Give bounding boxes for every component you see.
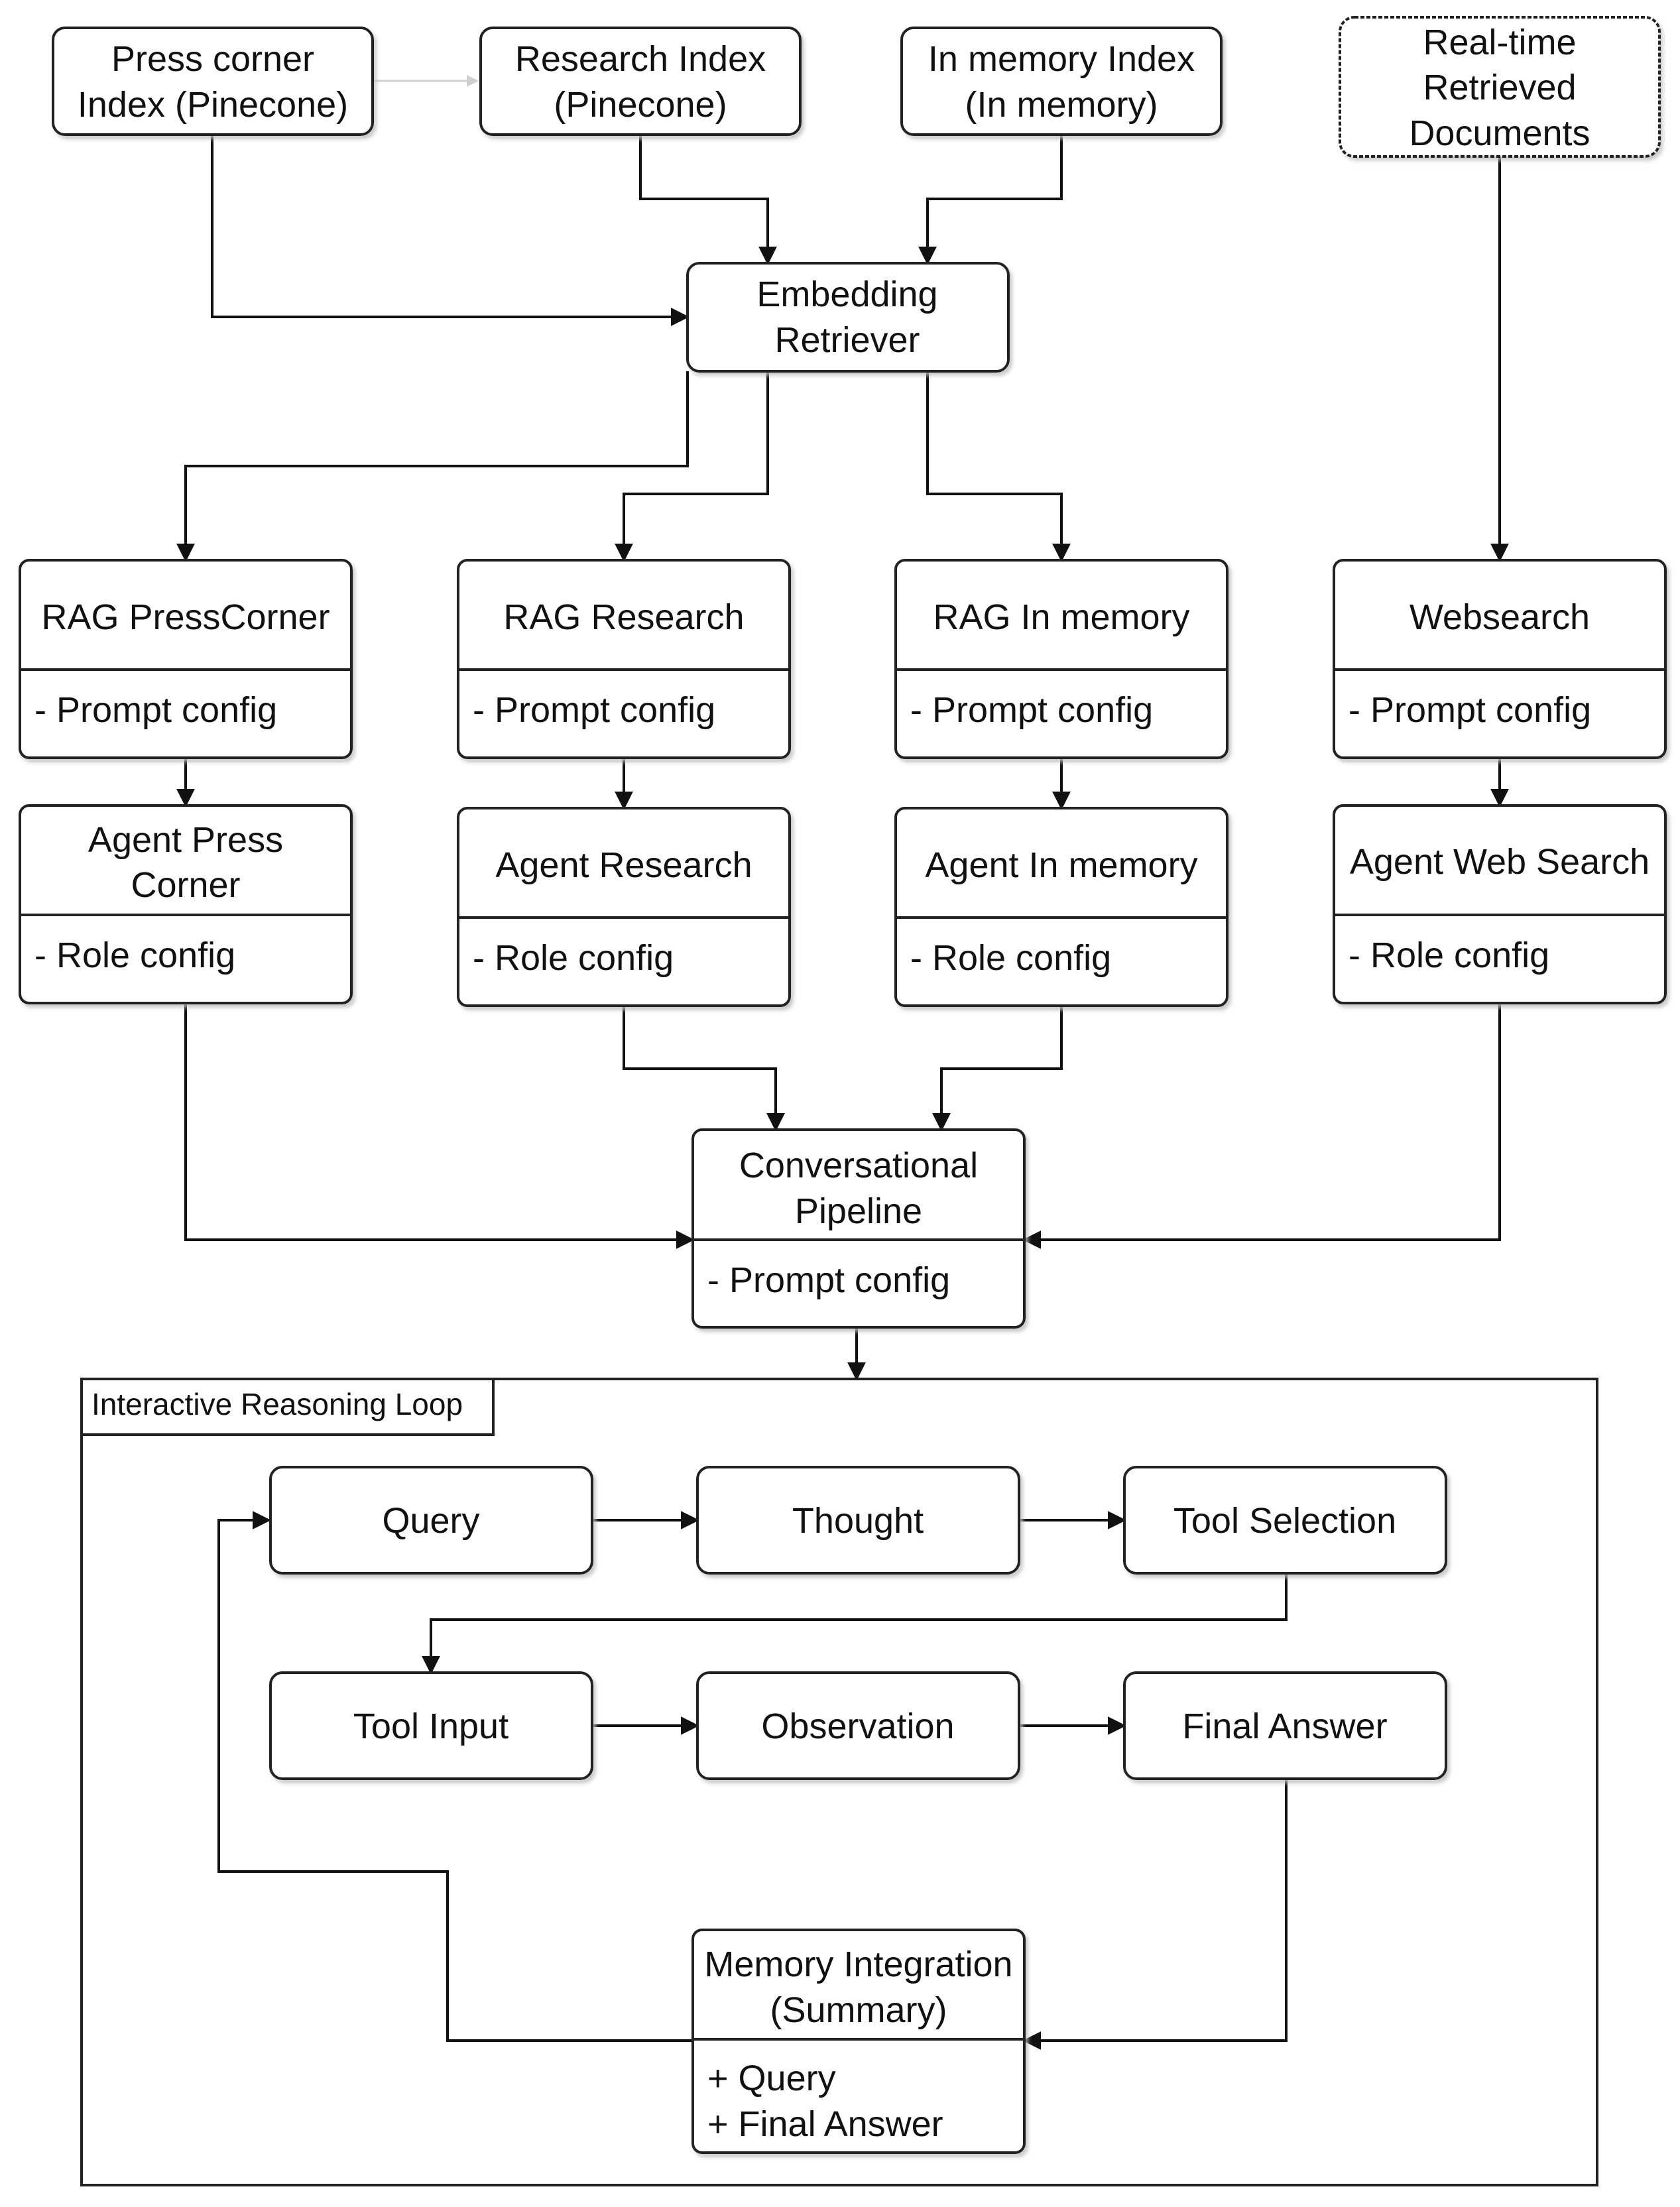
agent-web-search	[1333, 804, 1667, 1004]
embedding-retriever	[686, 262, 1010, 373]
press-index-line-1: Press corner	[111, 39, 314, 79]
edge-agent-web-to-pipeline	[1022, 1003, 1501, 1249]
tool-input-label: Tool Input	[353, 1706, 509, 1746]
realtime-line-3: Documents	[1409, 113, 1590, 153]
edge-retriever-to-rag-press	[176, 371, 689, 562]
memory-integration	[691, 1929, 1026, 2154]
agent-press-title-2: Corner	[131, 865, 240, 905]
agent-inmemory-title: Agent In memory	[925, 845, 1197, 885]
agent-press-config: - Role config	[34, 935, 235, 975]
final-answer-node	[1123, 1671, 1447, 1780]
edge-memory-to-query	[217, 1511, 693, 2042]
retriever-line-2: Retriever	[774, 320, 920, 360]
final-answer-label: Final Answer	[1182, 1706, 1387, 1746]
memory-item-final-answer: + Final Answer	[707, 2104, 943, 2144]
agent-in-memory	[894, 807, 1229, 1007]
reasoning-loop-label: Interactive Reasoning Loop	[91, 1387, 463, 1421]
edge-tool-selection-to-tool-input	[422, 1573, 1288, 1675]
realtime-line-2: Retrieved	[1423, 68, 1576, 107]
agent-research-config: - Role config	[473, 938, 674, 978]
press-corner-index	[52, 27, 374, 136]
rag-press-corner	[19, 559, 353, 759]
agent-inmemory-config: - Role config	[910, 938, 1111, 978]
in-memory-index	[900, 27, 1223, 136]
observation-label: Observation	[761, 1706, 954, 1746]
agent-web-title: Agent Web Search	[1350, 842, 1650, 882]
agent-press-corner	[19, 804, 353, 1004]
rag-inmemory-config: - Prompt config	[910, 690, 1153, 730]
pipeline-title-2: Pipeline	[795, 1191, 922, 1231]
agent-press-title-1: Agent Press	[88, 820, 283, 860]
realtime-line-1: Real-time	[1423, 23, 1576, 62]
edge-agent-research-to-pipeline	[623, 1006, 785, 1132]
rag-inmemory-title: RAG In memory	[933, 597, 1189, 637]
rag-in-memory	[894, 559, 1229, 759]
rag-research	[457, 559, 791, 759]
tool-selection-label: Tool Selection	[1173, 1501, 1396, 1541]
inmemory-index-line-1: In memory Index	[928, 39, 1195, 79]
query-label: Query	[382, 1501, 479, 1541]
memory-title-2: (Summary)	[770, 1990, 947, 2030]
pipeline-title-1: Conversational	[739, 1146, 978, 1185]
realtime-documents	[1339, 16, 1661, 158]
edge-retriever-to-rag-research	[615, 371, 769, 562]
edge-inmemory-index-to-retriever	[918, 135, 1063, 265]
pipeline-config: - Prompt config	[707, 1260, 950, 1300]
edge-research-index-to-retriever	[639, 135, 777, 265]
agent-research	[457, 807, 791, 1007]
tool-selection-node	[1123, 1466, 1447, 1575]
rag-research-config: - Prompt config	[473, 690, 715, 730]
retriever-line-1: Embedding	[756, 274, 937, 314]
edge-final-answer-to-memory	[1022, 1779, 1288, 2050]
conversational-pipeline	[691, 1128, 1026, 1329]
research-index-line-2: (Pinecone)	[554, 85, 727, 125]
rag-press-config: - Prompt config	[34, 690, 277, 730]
memory-item-query: + Query	[707, 2058, 836, 2098]
edge-agent-press-to-pipeline	[184, 1003, 695, 1249]
agent-research-title: Agent Research	[495, 845, 752, 885]
rag-research-title: RAG Research	[503, 597, 744, 637]
thought-node	[696, 1466, 1020, 1575]
inmemory-index-line-2: (In memory)	[965, 85, 1158, 125]
reasoning-loop-frame	[80, 1378, 1598, 2186]
connector-group	[176, 75, 1509, 2050]
tool-input-node	[269, 1671, 593, 1780]
research-index	[479, 27, 802, 136]
agent-web-config: - Role config	[1349, 935, 1549, 975]
thought-label: Thought	[792, 1501, 924, 1541]
edge-press-index-to-retriever	[211, 135, 690, 326]
observation-node	[696, 1671, 1020, 1780]
memory-title-1: Memory Integration	[704, 1944, 1012, 1984]
rag-press-title: RAG PressCorner	[41, 597, 330, 637]
press-index-line-2: Index (Pinecone)	[78, 85, 348, 125]
edge-retriever-to-rag-inmemory	[926, 371, 1071, 562]
query-node	[269, 1466, 593, 1575]
rag-web-title: Websearch	[1410, 597, 1590, 637]
rag-web-config: - Prompt config	[1349, 690, 1591, 730]
research-index-line-1: Research Index	[515, 39, 766, 79]
reasoning-loop-label-tab	[80, 1378, 495, 1436]
edge-agent-inmemory-to-pipeline	[932, 1006, 1063, 1132]
rag-websearch	[1333, 559, 1667, 759]
